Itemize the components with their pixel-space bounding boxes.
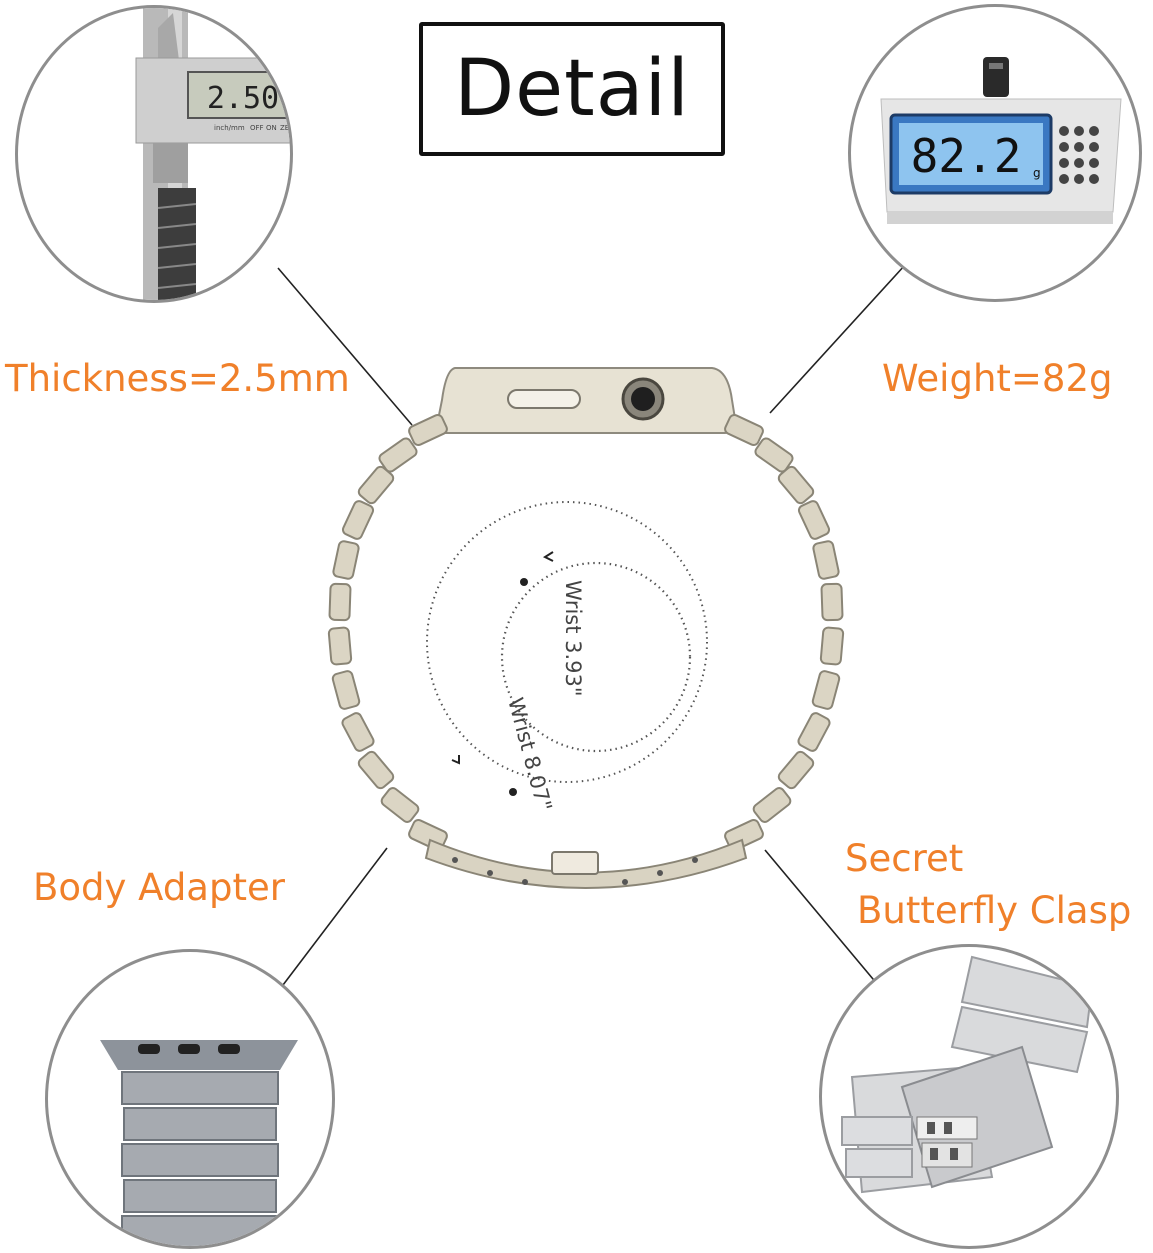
scale-circle: 82.2 g <box>848 4 1142 302</box>
scale-reading: 82.2 <box>911 129 1022 183</box>
connector-line-adapter <box>282 847 388 986</box>
thickness-label: Thickness=2.5mm <box>5 357 350 400</box>
caliper-reading: 2.50 <box>207 81 279 116</box>
page-title: Detail <box>454 44 690 134</box>
band-links <box>327 413 845 852</box>
clasp-circle <box>819 944 1119 1249</box>
caliper-button-zero: ZERO <box>280 124 293 132</box>
scale-unit: g <box>1033 166 1041 180</box>
clasp-label-line2: Butterfly Clasp <box>857 889 1132 932</box>
caliper-unit-caption: inch/mm <box>214 124 245 132</box>
scale-illustration: 82.2 g <box>880 57 1122 224</box>
weight-label: Weight=82g <box>882 357 1113 400</box>
caliper-circle: 2.50 inch/mm OFF ON ZERO <box>15 5 293 303</box>
clasp-button <box>551 851 599 875</box>
title-box: Detail <box>419 22 725 156</box>
inner-wrist-circle <box>500 561 692 753</box>
caliper-illustration: 2.50 inch/mm OFF ON ZERO <box>135 8 293 300</box>
watch-band-illustration: Wrist 3.93" Wrist 8.07" <box>300 355 890 915</box>
wrist-outer-label: Wrist 8.07" <box>503 695 556 814</box>
outer-wrist-circle <box>426 501 708 783</box>
clasp-label-line1: Secret <box>845 837 964 880</box>
caliper-button-on: ON <box>266 124 277 132</box>
connector-line-thickness <box>277 267 413 426</box>
side-button <box>507 389 581 409</box>
watch-case <box>435 367 738 434</box>
adapter-circle <box>45 949 335 1249</box>
clasp-illustration <box>841 955 1094 1194</box>
adapter-illustration <box>100 1040 298 1246</box>
connector-line-weight <box>769 264 906 414</box>
connector-line-clasp <box>764 849 879 986</box>
caliper-button-off: OFF <box>250 124 264 132</box>
clasp-bar <box>424 838 748 889</box>
adapter-label: Body Adapter <box>33 866 285 909</box>
wrist-inner-label: Wrist 3.93" <box>561 580 585 697</box>
